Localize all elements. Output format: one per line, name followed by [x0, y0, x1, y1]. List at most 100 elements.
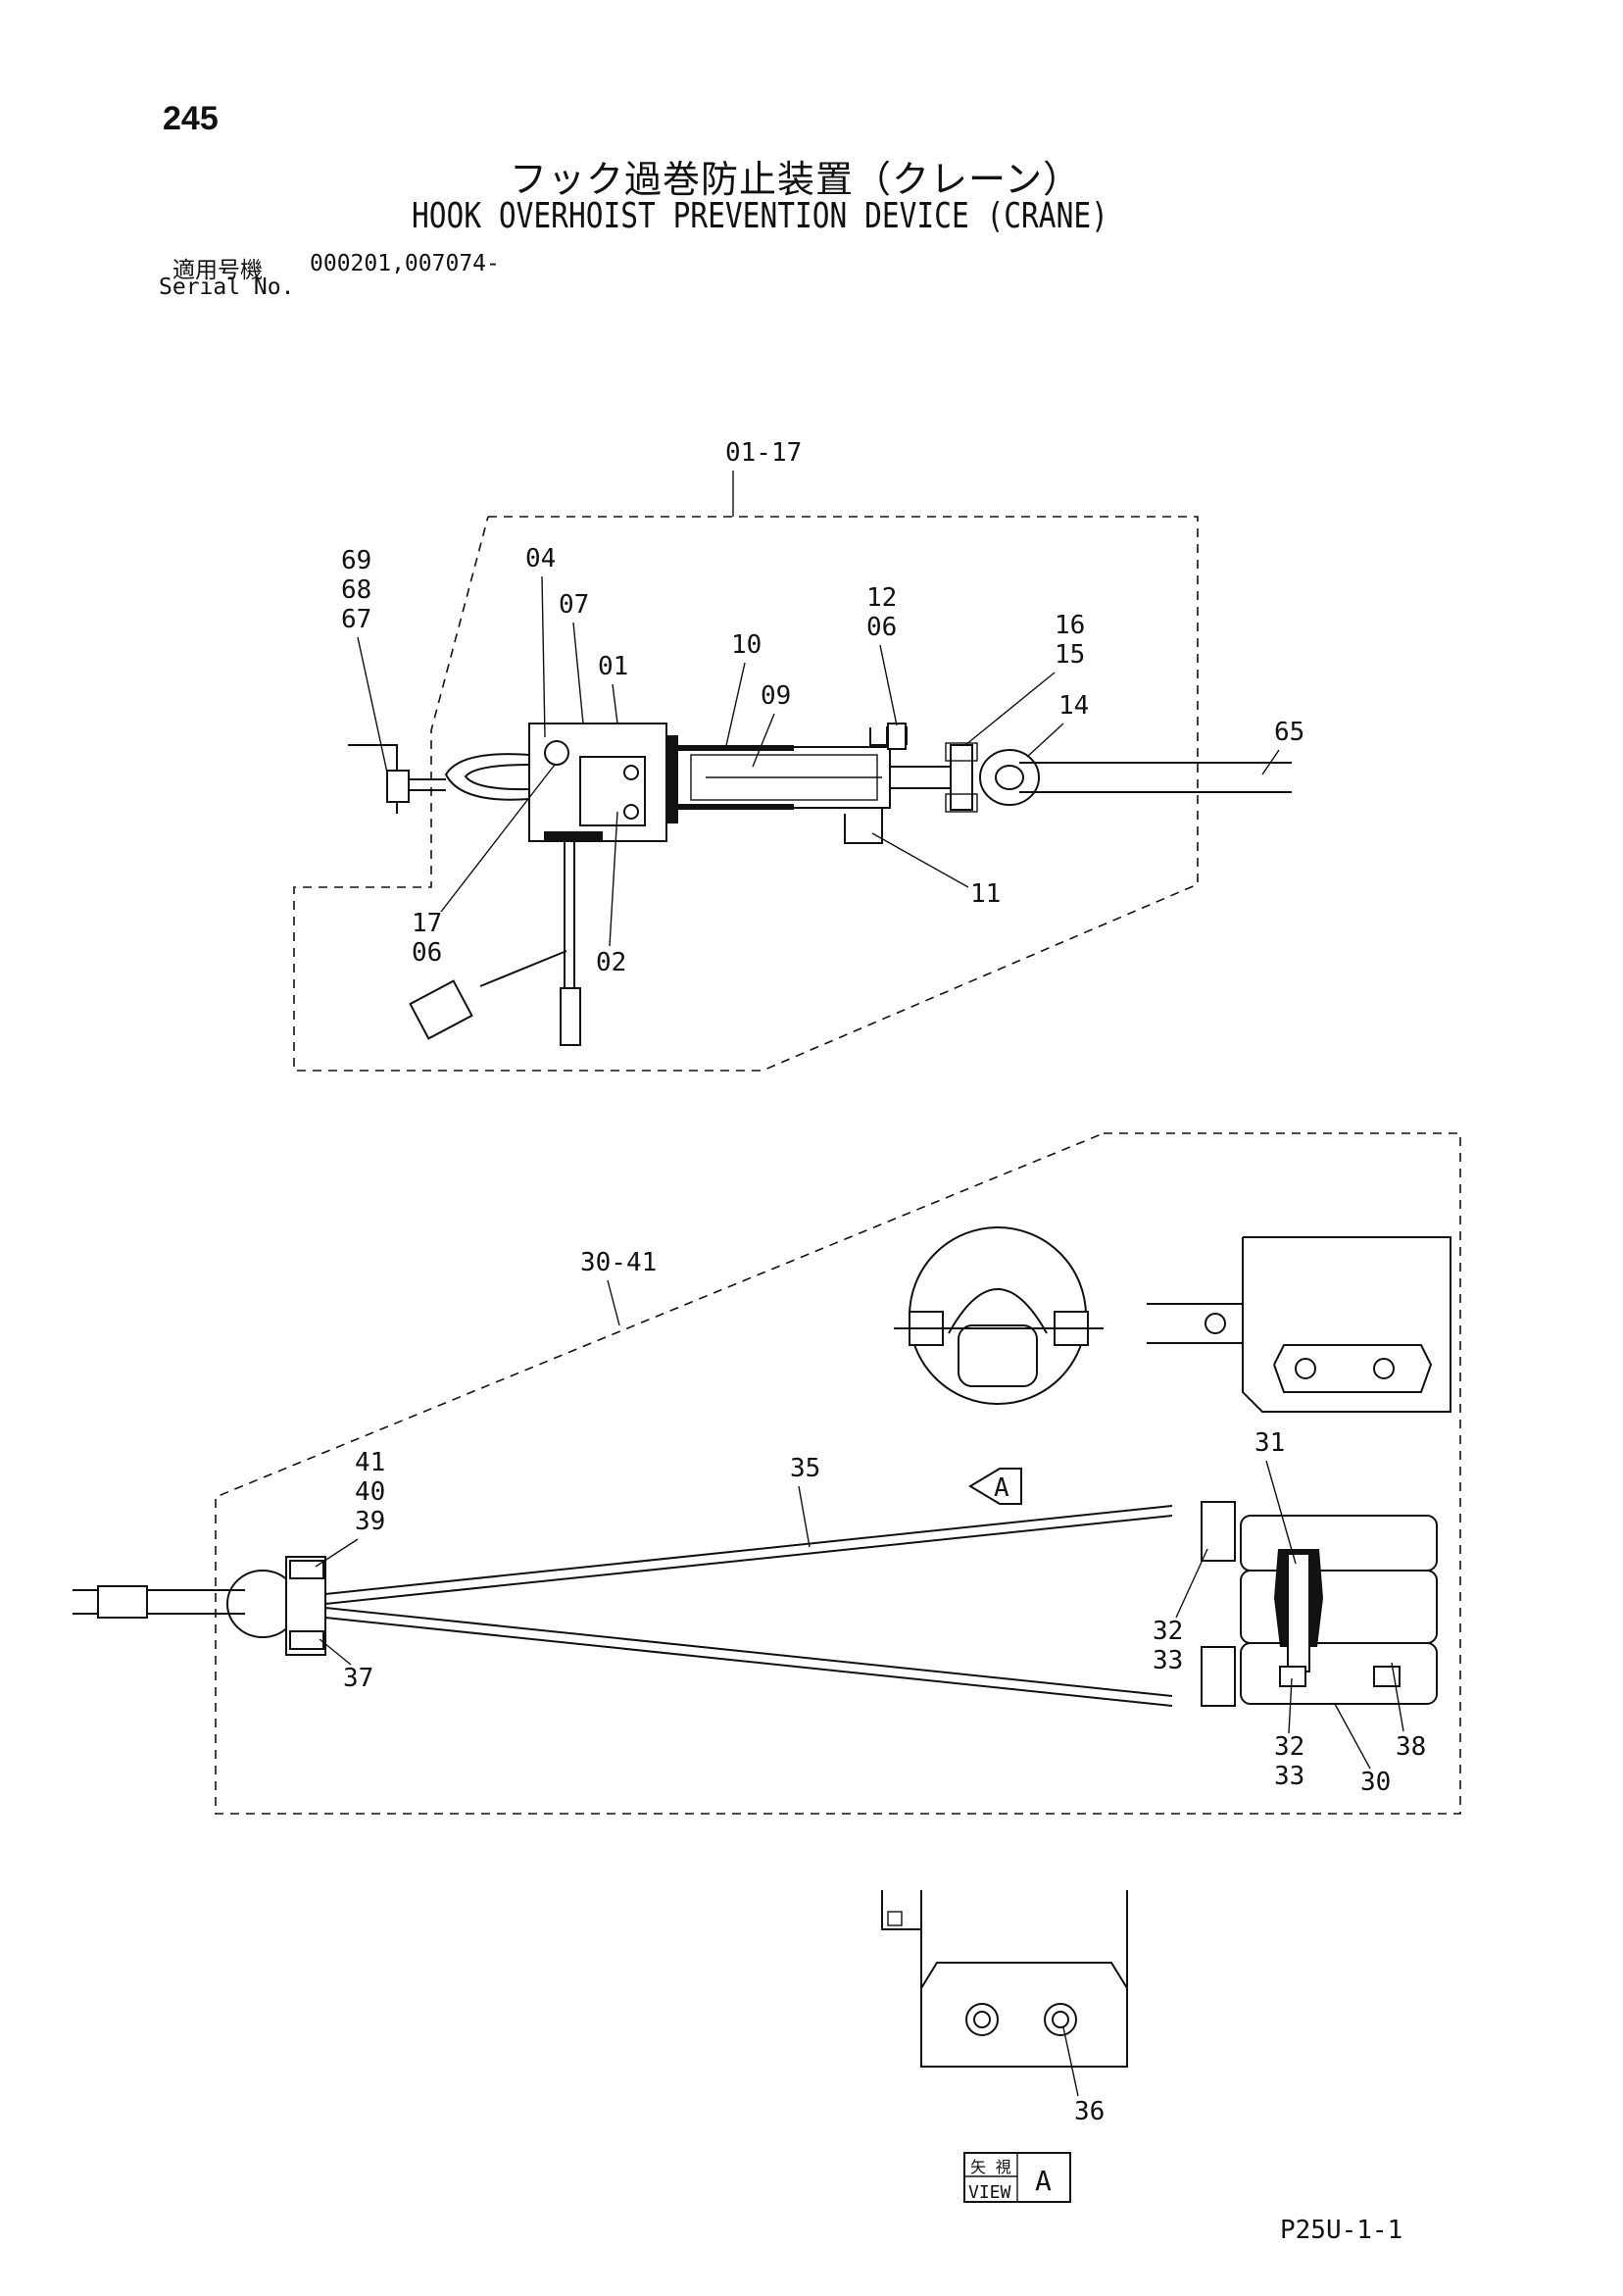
- callout-68: 68: [341, 575, 371, 605]
- callout-69: 69: [341, 546, 371, 575]
- page-code: P25U-1-1: [1280, 2216, 1403, 2245]
- rope-leg-upper: [324, 1505, 1173, 1595]
- leader-line: [357, 636, 388, 774]
- leader-line: [1391, 1662, 1404, 1732]
- callout-16: 16: [1055, 611, 1085, 640]
- shackle-inner: [464, 764, 530, 791]
- nut: [945, 742, 978, 762]
- callout-02: 02: [596, 948, 626, 977]
- leader-line: [1265, 1460, 1297, 1565]
- group-label-01-17: 01-17: [725, 438, 802, 468]
- cable-sleeve: [97, 1585, 148, 1619]
- nut: [945, 793, 978, 813]
- callout-17: 17: [412, 909, 442, 938]
- bolt-12: [887, 723, 907, 750]
- rope-leg-lower: [324, 1607, 1173, 1697]
- callout-39: 39: [355, 1507, 385, 1536]
- leader-line: [572, 622, 584, 724]
- callout-65: 65: [1274, 718, 1304, 747]
- leader-line: [609, 811, 618, 947]
- leader-line: [612, 683, 618, 724]
- view-arrow-a: [968, 1468, 1022, 1505]
- switch-box: [579, 756, 646, 826]
- eye-fitting: [979, 749, 1040, 806]
- seal-strip: [676, 745, 794, 751]
- rope-leg-upper: [324, 1515, 1173, 1605]
- title-english: HOOK OVERHOIST PREVENTION DEVICE (CRANE): [412, 196, 1108, 236]
- serial-label-japanese: 適用号機: [172, 258, 263, 283]
- leader-line: [1026, 723, 1064, 758]
- eye-fitting-hole: [995, 765, 1024, 790]
- diagram-bottom-assembly: 30-41 A: [73, 1132, 1461, 1815]
- callout-37: 37: [343, 1664, 373, 1693]
- callout-31: 31: [1254, 1428, 1285, 1458]
- group-boundary-30-41: [215, 1132, 1461, 1815]
- leader-line: [1062, 2026, 1079, 2097]
- cable-clamp: [544, 831, 603, 841]
- bracket-side-view: [1147, 1236, 1451, 1413]
- weight-block-top: [1240, 1515, 1438, 1572]
- nut-32-lower: [1201, 1646, 1236, 1707]
- nut-39: [289, 1560, 324, 1579]
- callout-06-bottom: 06: [412, 938, 442, 968]
- weight-block-bottom: [1240, 1642, 1438, 1705]
- leader-line: [319, 1638, 352, 1666]
- callout-01: 01: [598, 652, 628, 681]
- callout-06-top: 06: [866, 613, 897, 642]
- callout-67: 67: [341, 605, 371, 634]
- view-a-tab: [887, 1911, 903, 1926]
- shackle: [444, 753, 530, 801]
- callout-11: 11: [970, 879, 1001, 909]
- connector-plug: [409, 979, 473, 1040]
- view-a-hole: [965, 2003, 999, 2036]
- callout-40: 40: [355, 1477, 385, 1507]
- leader-line: [440, 764, 556, 913]
- pin-nut: [950, 744, 973, 811]
- title-japanese: フック過巻防止装置（クレーン）: [510, 158, 1082, 201]
- bolt-67: [386, 770, 410, 803]
- callout-09: 09: [761, 681, 791, 711]
- weight-bolt: [1287, 1553, 1310, 1672]
- socket-opening: [948, 1288, 1048, 1334]
- block-flange: [666, 735, 678, 824]
- callout-36: 36: [1074, 2097, 1105, 2126]
- socket-insert: [958, 1324, 1038, 1387]
- leader-line: [871, 832, 969, 888]
- connector: [560, 987, 581, 1046]
- seal-strip: [676, 804, 794, 810]
- callout-12: 12: [866, 583, 897, 613]
- leader-line: [1288, 1677, 1293, 1734]
- view-a-letter: A: [1035, 2165, 1052, 2197]
- callout-41: 41: [355, 1448, 385, 1477]
- callout-15: 15: [1055, 640, 1085, 670]
- callout-32-lower: 32: [1274, 1732, 1304, 1762]
- leader-line: [1175, 1548, 1208, 1619]
- cable-branch: [479, 950, 567, 987]
- socket-end-view: [894, 1226, 1104, 1405]
- leader-line: [724, 662, 746, 751]
- callout-04: 04: [525, 544, 556, 574]
- serial-number-value: 000201,007074-: [310, 251, 500, 276]
- page-number: 245: [163, 100, 219, 137]
- view-a-hole-inner: [973, 2011, 991, 2028]
- screw: [623, 765, 639, 780]
- bracket-pad: [1273, 1344, 1433, 1393]
- view-arrow-label: A: [994, 1473, 1009, 1503]
- leader-line: [541, 575, 546, 738]
- leader-line: [1261, 749, 1280, 775]
- serial-label-english: Serial No.: [159, 275, 295, 300]
- leader-line: [1334, 1703, 1371, 1770]
- view-a-hole-inner: [1052, 2011, 1069, 2028]
- view-a-bracket: [881, 1890, 1128, 2068]
- callout-33-lower: 33: [1274, 1762, 1304, 1791]
- callout-32-upper: 32: [1153, 1617, 1183, 1646]
- view-a-pad: [920, 1962, 1128, 1989]
- pad-hole: [1295, 1358, 1316, 1379]
- callout-35: 35: [790, 1454, 820, 1483]
- bracket-plate: [1242, 1236, 1451, 1413]
- pin-17: [544, 740, 569, 766]
- bracket-11: [844, 807, 883, 844]
- pad-hole: [1373, 1358, 1395, 1379]
- callout-33-upper: 33: [1153, 1646, 1183, 1675]
